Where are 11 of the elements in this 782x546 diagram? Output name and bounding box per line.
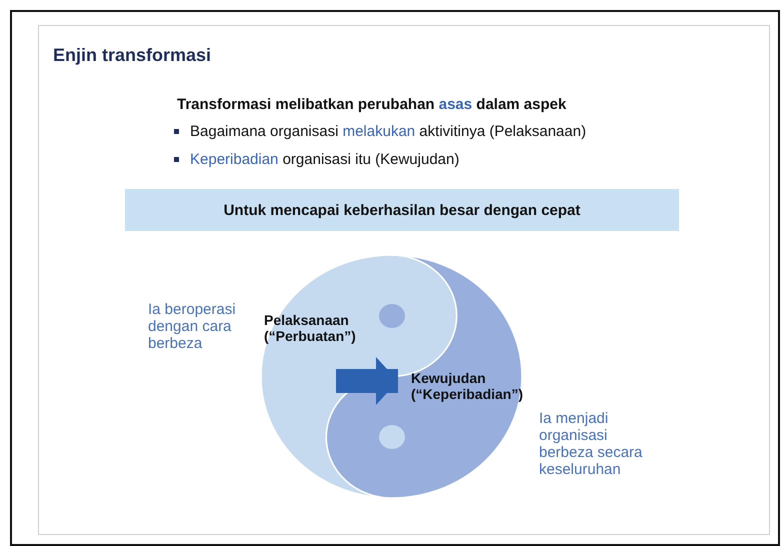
arrow (336, 357, 398, 405)
banner-text: Untuk mencapai keberhasilan besar dengan cepat (224, 202, 580, 218)
bullet-text: Bagaimana organisasi melakukan aktivitinya (Pelaksanaan) (190, 123, 586, 140)
heading-text: Transformasi melibatkan perubahan asas dalam aspek (177, 96, 566, 113)
bullet-text: Keperibadian organisasi itu (Kewujudan) (190, 151, 460, 168)
side-note: Ia beroperasi dengan cara berbeza (148, 301, 237, 352)
side-note: Ia menjadi organisasi berbeza secara keseluruhan (539, 410, 644, 478)
title: Enjin transformasi (53, 45, 212, 66)
node-label: Kewujudan (“Keperibadian”) (411, 370, 524, 402)
banner-box (125, 189, 679, 231)
node-label: Pelaksanaan (“Perbuatan”) (264, 312, 357, 344)
